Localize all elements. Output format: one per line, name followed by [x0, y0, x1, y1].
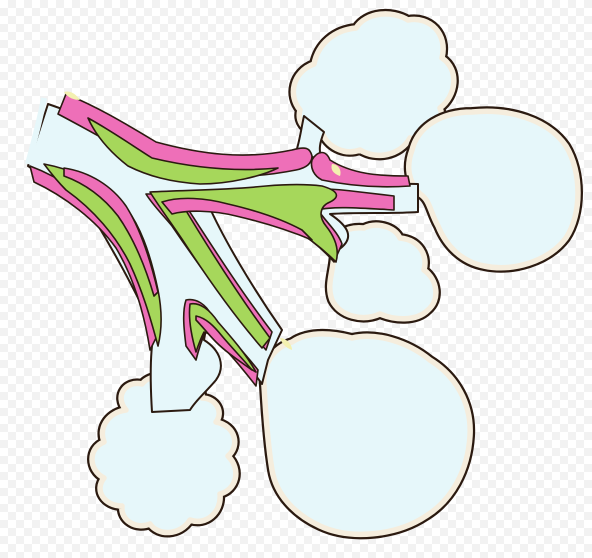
wall-top-sac-duct — [311, 153, 410, 187]
alveolar-sac-bottom-large — [264, 334, 470, 534]
alveolar-sac-right-large — [409, 111, 578, 267]
